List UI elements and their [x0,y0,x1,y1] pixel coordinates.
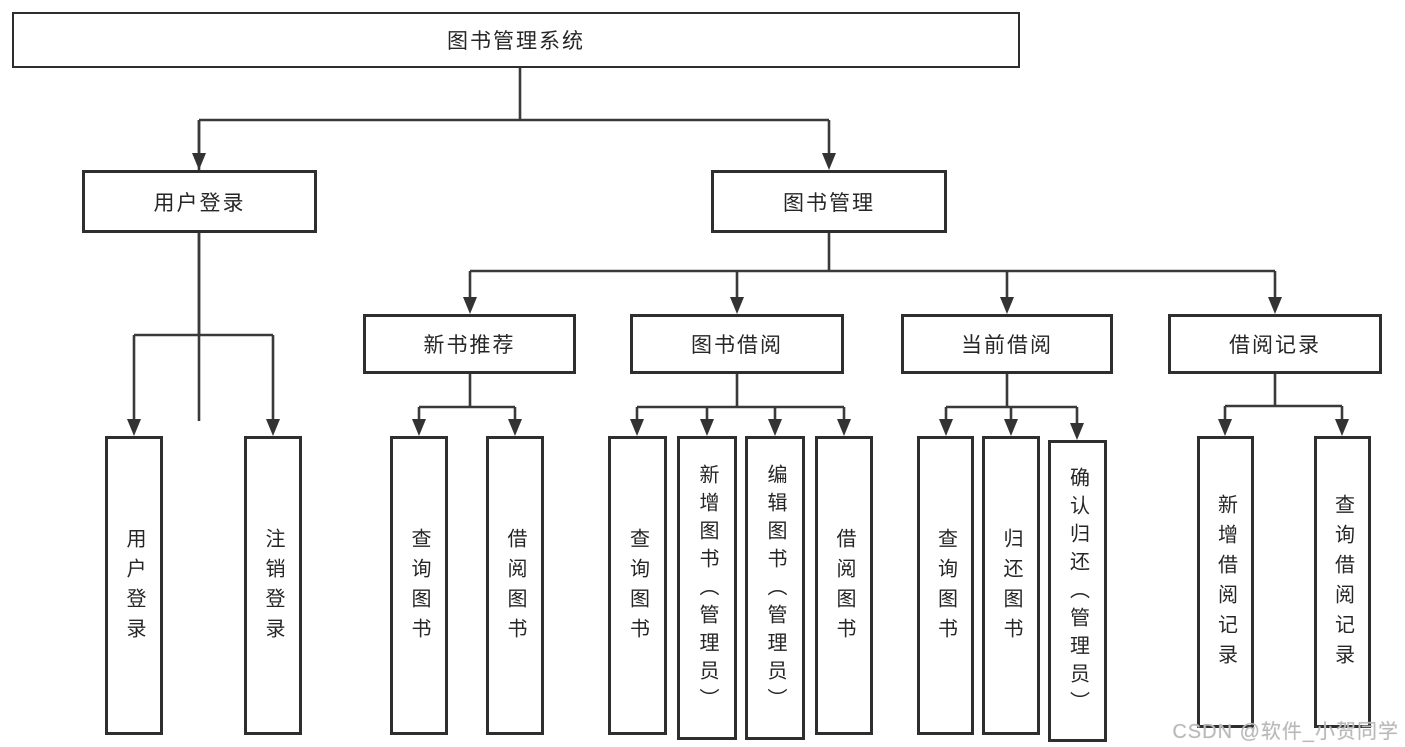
node-leaf-add-borrow-record: 新增借阅记录 [1197,436,1254,728]
arrow-down-icon [127,419,141,436]
node-borrow-records: 借阅记录 [1168,314,1382,374]
arrow-down-icon [412,419,426,436]
node-leaf-borrow-books-2: 借阅图书 [815,436,873,735]
node-leaf-borrow-books-1: 借阅图书 [486,436,544,735]
arrow-down-icon [266,419,280,436]
node-leaf-query-books-2: 查询图书 [608,436,667,735]
csdn-watermark: CSDN @软件_小贺同学 [1172,721,1399,743]
node-new-book-recommend: 新书推荐 [363,314,576,374]
connector-currentborrow-to-leaves [939,374,1084,440]
node-leaf-logout: 注销登录 [244,436,302,735]
node-leaf-query-books-1: 查询图书 [390,436,448,735]
node-leaf-query-borrow-record: 查询借阅记录 [1314,436,1371,728]
connector-bookmgmt-to-level3 [463,233,1282,314]
arrow-down-icon [822,153,836,170]
arrow-down-icon [768,419,782,436]
node-leaf-user-login: 用户登录 [105,436,163,735]
arrow-down-icon [508,419,522,436]
node-leaf-query-books-3: 查询图书 [917,436,974,735]
node-leaf-confirm-return-admin: 确认归还（管理员） [1048,440,1107,742]
arrow-down-icon [1004,419,1018,436]
arrow-down-icon [939,419,953,436]
node-user-login: 用户登录 [82,170,317,233]
arrow-down-icon [192,153,206,170]
node-book-management: 图书管理 [711,170,947,233]
connector-bookborrow-to-leaves [630,374,851,436]
arrow-down-icon [700,419,714,436]
node-current-borrow: 当前借阅 [901,314,1113,374]
connector-userlogin-to-leaves [127,233,280,436]
arrow-down-icon [630,419,644,436]
node-book-borrow: 图书借阅 [630,314,844,374]
arrow-down-icon [1335,419,1349,436]
arrow-down-icon [1000,297,1014,314]
node-root: 图书管理系统 [12,12,1020,68]
node-leaf-add-books-admin: 新增图书（管理员） [677,436,737,740]
arrow-down-icon [463,297,477,314]
connector-borrowrecords-to-leaves [1218,374,1349,436]
arrow-down-icon [1218,419,1232,436]
node-leaf-edit-books-admin: 编辑图书（管理员） [745,436,805,740]
arrow-down-icon [837,419,851,436]
connector-newbookrec-to-leaves [412,374,522,436]
arrow-down-icon [1268,297,1282,314]
arrow-down-icon [730,297,744,314]
arrow-down-icon [1070,423,1084,440]
node-leaf-return-books: 归还图书 [982,436,1040,735]
